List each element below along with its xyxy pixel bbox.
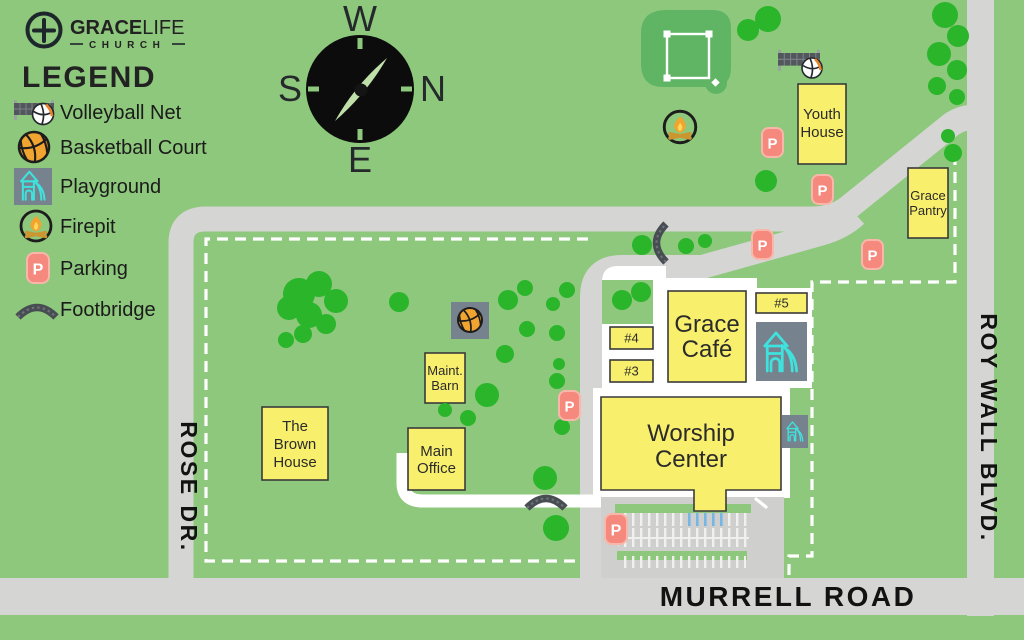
- svg-text:Office: Office: [417, 460, 456, 477]
- svg-text:Footbridge: Footbridge: [60, 299, 156, 321]
- footpath: [396, 453, 601, 508]
- parking-icon: P: [26, 252, 50, 284]
- logo: GRACELIFE CHURCH: [25, 11, 185, 51]
- unit-5-label: #5: [774, 296, 788, 311]
- volleyball-icon: [800, 56, 824, 80]
- building-unit-4: #4: [609, 326, 654, 350]
- building-grace-pantry: Grace Pantry: [907, 167, 949, 239]
- playground-square-large: [756, 322, 807, 381]
- compass-north: N: [420, 68, 446, 109]
- svg-text:Firepit: Firepit: [60, 216, 116, 238]
- unit-4-label: #4: [624, 331, 638, 346]
- base: [663, 30, 671, 38]
- building-maint-barn: Maint. Barn: [424, 352, 466, 404]
- compass-south: S: [278, 68, 302, 109]
- road-murrell: [0, 578, 1024, 615]
- legend-title: LEGEND: [22, 61, 156, 94]
- roy-wall-blvd-label: ROY WALL BLVD.: [976, 313, 1002, 542]
- legend: LEGEND Volleyball Net Basketball Court P…: [12, 61, 207, 321]
- rose-dr-label: ROSE DR.: [176, 421, 202, 552]
- unit-3-label: #3: [624, 364, 638, 379]
- building-main-office: Main Office: [407, 427, 466, 491]
- svg-text:Center: Center: [655, 446, 727, 473]
- building-unit-5: #5: [755, 292, 808, 314]
- map-icons: [451, 48, 824, 508]
- svg-text:Parking: Parking: [60, 258, 128, 280]
- compass: W S N E: [278, 0, 446, 180]
- legend-item-playground: Playground: [14, 168, 161, 205]
- svg-text:Brown: Brown: [274, 436, 317, 453]
- svg-text:Volleyball Net: Volleyball Net: [60, 102, 182, 124]
- building-youth-house: Youth House: [797, 83, 847, 165]
- volleyball-icon: [31, 102, 55, 126]
- murrell-road-label: MURRELL ROAD: [660, 581, 917, 612]
- building-brown-house: The Brown House: [261, 406, 329, 481]
- worship-center-label: Worship: [647, 420, 735, 447]
- youth-house-label: Youth: [803, 106, 841, 123]
- lot-entrance-mark: [754, 497, 768, 509]
- svg-text:Pantry: Pantry: [909, 203, 947, 218]
- grace-cafe-label: Grace: [674, 311, 739, 338]
- trees: [277, 2, 969, 541]
- svg-text:P: P: [767, 136, 777, 153]
- brown-house-label: The: [282, 418, 308, 435]
- buildings: Youth House Grace Pantry Grace Café #5 #…: [261, 83, 949, 512]
- road-roy-wall-blvd: [967, 0, 994, 616]
- compass-ticks: [308, 38, 412, 140]
- base: [705, 30, 713, 38]
- svg-text:P: P: [867, 248, 877, 265]
- parking-tile: P: [761, 127, 784, 158]
- grace-pantry-label: Grace: [910, 188, 945, 203]
- parking-tile: P: [604, 513, 628, 545]
- parking-tile: P: [558, 390, 581, 421]
- svg-text:Basketball Court: Basketball Court: [60, 137, 207, 159]
- base: [663, 74, 671, 82]
- playground-square-small: [782, 415, 808, 448]
- legend-item-firepit: Firepit: [19, 209, 116, 243]
- building-worship-center: Worship Center: [600, 396, 782, 512]
- svg-text:P: P: [757, 238, 767, 255]
- property-boundary: [204, 154, 957, 577]
- parking-tiles: P P P P P P: [558, 127, 884, 545]
- logo-wordmark: GRACELIFE: [70, 17, 184, 39]
- svg-text:P: P: [817, 183, 827, 200]
- maint-barn-label: Maint.: [427, 363, 462, 378]
- legend-item-parking: P Parking: [26, 252, 128, 284]
- legend-item-volleyball: Volleyball Net: [12, 98, 182, 126]
- road-labels: MURRELL ROAD ROSE DR. ROY WALL BLVD.: [176, 313, 1002, 612]
- parking-tile: P: [861, 239, 884, 270]
- svg-text:P: P: [611, 523, 622, 540]
- roads: [0, 0, 1024, 616]
- svg-text:House: House: [273, 454, 316, 471]
- building-grace-cafe: Grace Café: [667, 290, 747, 383]
- legend-item-footbridge: Footbridge: [18, 299, 156, 321]
- building-unit-3: #3: [609, 359, 654, 383]
- parking-lot: [601, 497, 784, 578]
- road-rose-dr-campus-loop: [168, 104, 992, 598]
- main-office-label: Main: [420, 443, 453, 460]
- compass-west: W: [343, 0, 377, 39]
- svg-text:House: House: [800, 124, 843, 141]
- svg-text:P: P: [564, 399, 574, 416]
- svg-text:Barn: Barn: [431, 378, 458, 393]
- svg-text:Café: Café: [682, 336, 733, 363]
- svg-text:Playground: Playground: [60, 176, 161, 198]
- church-logo-icon: [25, 11, 63, 49]
- handicap-stripes: [684, 513, 728, 526]
- compass-east: E: [348, 139, 372, 180]
- logo-subtitle: CHURCH: [89, 40, 165, 51]
- parking-tile: P: [751, 229, 774, 260]
- baseball-field: [641, 10, 731, 94]
- compass-hub: [354, 83, 368, 97]
- basketball-court: [451, 302, 489, 339]
- parking-tile: P: [811, 174, 834, 205]
- svg-text:P: P: [33, 262, 44, 279]
- legend-item-basketball: Basketball Court: [13, 126, 207, 168]
